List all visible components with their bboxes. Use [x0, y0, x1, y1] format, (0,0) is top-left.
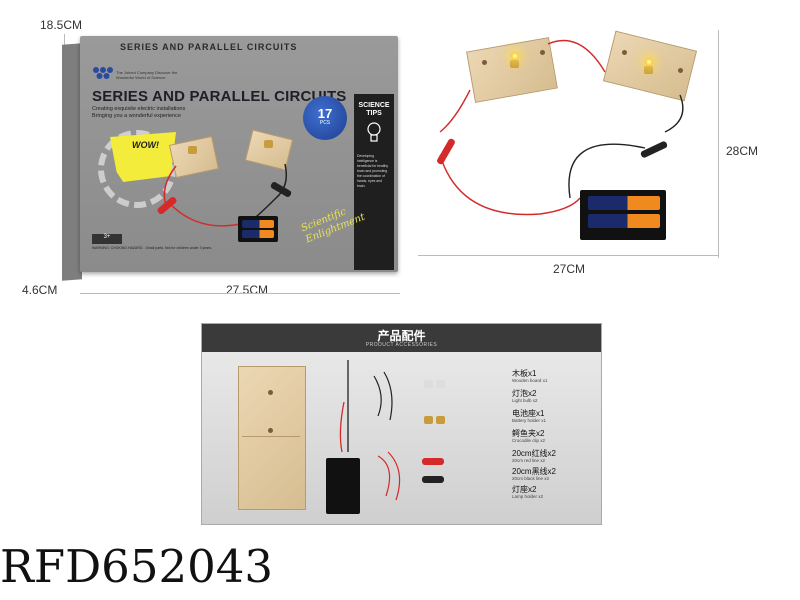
box-side-panel — [62, 43, 82, 281]
board-hole — [268, 428, 273, 433]
box-width-label: 27.5CM — [226, 283, 269, 297]
accessory-item-cn: 20cm黑线x2 — [512, 467, 557, 476]
pieces-count: 17 — [317, 106, 333, 121]
loose-wires — [373, 371, 401, 501]
wow-speech-bubble — [110, 132, 176, 182]
accessory-item-en: 20cm red line x2 — [512, 458, 546, 463]
accessory-item-en: Battery holder x1 — [512, 418, 547, 423]
product-code: RFD652043 — [0, 540, 273, 593]
assembled-height-label: 28CM — [726, 144, 759, 158]
light-bulb-icon — [645, 58, 653, 66]
accessories-header: 产品配件 PRODUCT ACCESSORIES — [202, 324, 601, 352]
board-hole — [482, 60, 487, 65]
accessory-lamp-holder-icon — [424, 416, 433, 424]
science-tips-title: SCIENCE TIPS — [358, 102, 390, 117]
accessory-item-en: 20cm black line x2 — [512, 476, 550, 481]
pieces-unit: PCS — [319, 120, 331, 126]
accessory-lamp-holder-icon — [436, 416, 445, 424]
accessory-item-en: Lamp holder x2 — [512, 494, 544, 499]
board-hole — [268, 390, 273, 395]
light-bulb-icon — [511, 52, 519, 60]
assembled-width-label: 27CM — [553, 262, 586, 276]
box-width-guide — [80, 293, 400, 294]
accessory-battery-holder — [326, 458, 360, 514]
box-height-label: 18.5CM — [40, 18, 83, 32]
brand-text: The Joined Company Discover the Wonderfu… — [116, 70, 178, 80]
board-hole — [678, 68, 683, 73]
accessory-item-en: Light bulb x2 — [512, 398, 538, 403]
assembled-width-guide — [418, 255, 718, 256]
wow-text: WOW! — [132, 140, 159, 150]
accessory-item-cn: 灯座x2 — [512, 485, 537, 494]
accessories-title-en: PRODUCT ACCESSORIES — [365, 342, 438, 348]
box-battery-icon — [242, 220, 274, 228]
box-subtitle-line2: Bringing you a wonderful experience — [92, 113, 181, 119]
accessory-light-bulb-icon — [424, 380, 433, 388]
science-tips-text: Developing intelligence is beneficial fo… — [357, 154, 389, 188]
box-lamp-holder-icon — [188, 146, 197, 154]
accessory-item-en: Wooden board x1 — [512, 378, 548, 383]
box-battery-icon — [242, 230, 274, 238]
accessory-item-cn: 鳄鱼夹x2 — [512, 429, 545, 438]
lightbulb-icon — [367, 122, 381, 142]
battery-icon — [588, 214, 660, 228]
age-label: 3+ — [92, 234, 122, 244]
board-hole — [540, 50, 545, 55]
accessory-light-bulb-icon — [436, 380, 445, 388]
pieces-badge: 17 PCS — [303, 96, 347, 140]
box-depth-label: 4.6CM — [22, 283, 58, 297]
accessories-title-cn: 产品配件 — [377, 329, 426, 343]
lamp-holder-icon — [644, 66, 653, 74]
product-box: SERIES AND PARALLEL CIRCUITS The Joined … — [80, 36, 398, 272]
board-divider — [242, 436, 300, 437]
accessory-item-en: Crocodile clip x2 — [512, 438, 546, 443]
accessory-item-cn: 20cm红线x2 — [512, 449, 557, 458]
accessory-black-clip-icon — [422, 476, 444, 483]
lamp-holder-icon — [510, 60, 519, 68]
circuit-wires — [439, 39, 684, 216]
warning-text: WARNING: CHOKING HAZARD - Small parts. N… — [92, 246, 213, 250]
accessory-item-cn: 木板x1 — [512, 369, 537, 378]
assembled-height-guide — [718, 30, 719, 258]
accessories-panel: 产品配件 PRODUCT ACCESSORIES 木板x1 Wooden bo — [201, 323, 602, 525]
accessory-item-cn: 电池座x1 — [512, 409, 545, 418]
board-hole — [622, 50, 627, 55]
battery-holder-wires — [339, 360, 349, 453]
box-title: SERIES AND PARALLEL CIRCUITS — [92, 88, 347, 105]
accessory-wooden-board — [238, 366, 306, 510]
box-subtitle: Creating exquisite electric installation… — [92, 106, 252, 120]
box-top-title: SERIES AND PARALLEL CIRCUITS — [120, 42, 298, 52]
accessory-item-cn: 灯泡x2 — [512, 389, 537, 398]
science-tips-panel: SCIENCE TIPS Developing intelligence is … — [354, 94, 394, 270]
molecule-logo-icon — [93, 67, 113, 79]
box-subtitle-line1: Creating exquisite electric installation… — [92, 106, 186, 112]
box-lamp-holder-icon — [264, 140, 273, 148]
accessories-body: 木板x1 Wooden board x1 灯泡x2 Light bulb x2 … — [202, 352, 601, 524]
accessory-red-clip-icon — [422, 458, 444, 465]
battery-icon — [588, 196, 660, 210]
